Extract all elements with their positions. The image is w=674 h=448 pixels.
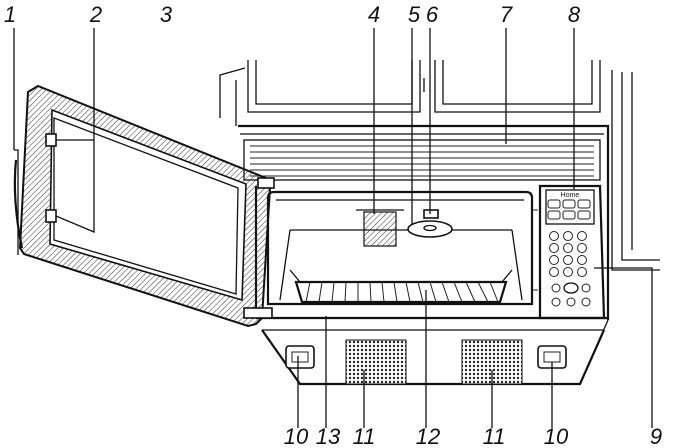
callout-1: 1: [4, 2, 16, 27]
callout-11-left: 11: [353, 424, 376, 448]
microwave-bottom: [256, 318, 608, 384]
microwave-body: Home: [238, 126, 608, 384]
keypad-buttons: [550, 232, 591, 307]
callout-11-right: 11: [483, 424, 506, 448]
callout-10-right: 10: [544, 424, 569, 448]
light-vents: [356, 210, 404, 246]
cooktop-light-left: [286, 346, 314, 368]
callout-13: 13: [316, 424, 341, 448]
callout-6: 6: [426, 2, 439, 27]
callout-2: 2: [89, 2, 102, 27]
panel-label: Home: [561, 192, 580, 199]
vent-grille: [244, 140, 600, 180]
callout-10-left: 10: [284, 424, 309, 448]
upper-cabinets: [220, 60, 660, 270]
callout-5: 5: [408, 2, 421, 27]
callout-9: 9: [650, 424, 662, 448]
stirrer-cover: [408, 210, 452, 237]
callout-3: 3: [160, 2, 173, 27]
control-panel: Home: [540, 186, 604, 318]
callout-12: 12: [416, 424, 440, 448]
callout-4: 4: [368, 2, 380, 27]
callout-7: 7: [500, 2, 513, 27]
callout-8: 8: [568, 2, 581, 27]
cooking-rack: [290, 270, 512, 302]
microwave-door: [14, 86, 274, 326]
